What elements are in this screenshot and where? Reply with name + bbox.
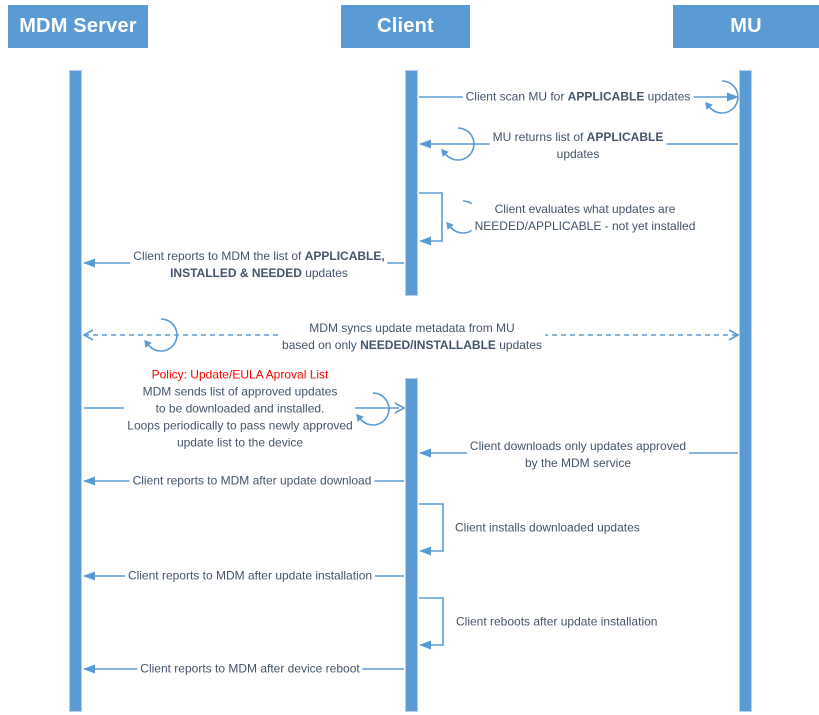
actor-mu: MU	[673, 5, 819, 48]
loop-icon-scan	[709, 80, 739, 114]
actor-mdm-server: MDM Server	[8, 5, 148, 48]
actor-client: Client	[341, 5, 470, 48]
message-report-reboot-label: Client reports to MDM after device reboo…	[137, 660, 363, 678]
open-arrowhead-right	[728, 329, 740, 341]
self-loop-reboot	[419, 597, 444, 646]
open-arrowhead-policy	[394, 402, 406, 414]
loop-icon-policy	[360, 392, 390, 426]
self-loop-evaluate	[419, 192, 443, 242]
lifeline-mu	[739, 70, 752, 712]
message-reboot-label: Client reboots after update installation	[453, 613, 661, 631]
message-report-list-label: Client reports to MDM the list of APPLIC…	[130, 248, 388, 282]
loop-icon-returns	[445, 127, 475, 161]
message-scan-label: Client scan MU for APPLICABLE updates	[462, 88, 694, 106]
loop-icon-sync	[148, 318, 178, 352]
message-install-label: Client installs downloaded updates	[452, 519, 643, 537]
lifeline-mdm-server	[69, 70, 82, 712]
lifeline-client-upper	[405, 70, 418, 296]
lifeline-client-lower	[405, 378, 418, 712]
open-arrowhead-left	[82, 329, 94, 341]
message-report-install-label: Client reports to MDM after update insta…	[124, 567, 376, 585]
message-report-download-label: Client reports to MDM after update downl…	[129, 472, 375, 490]
self-loop-install	[419, 503, 444, 552]
